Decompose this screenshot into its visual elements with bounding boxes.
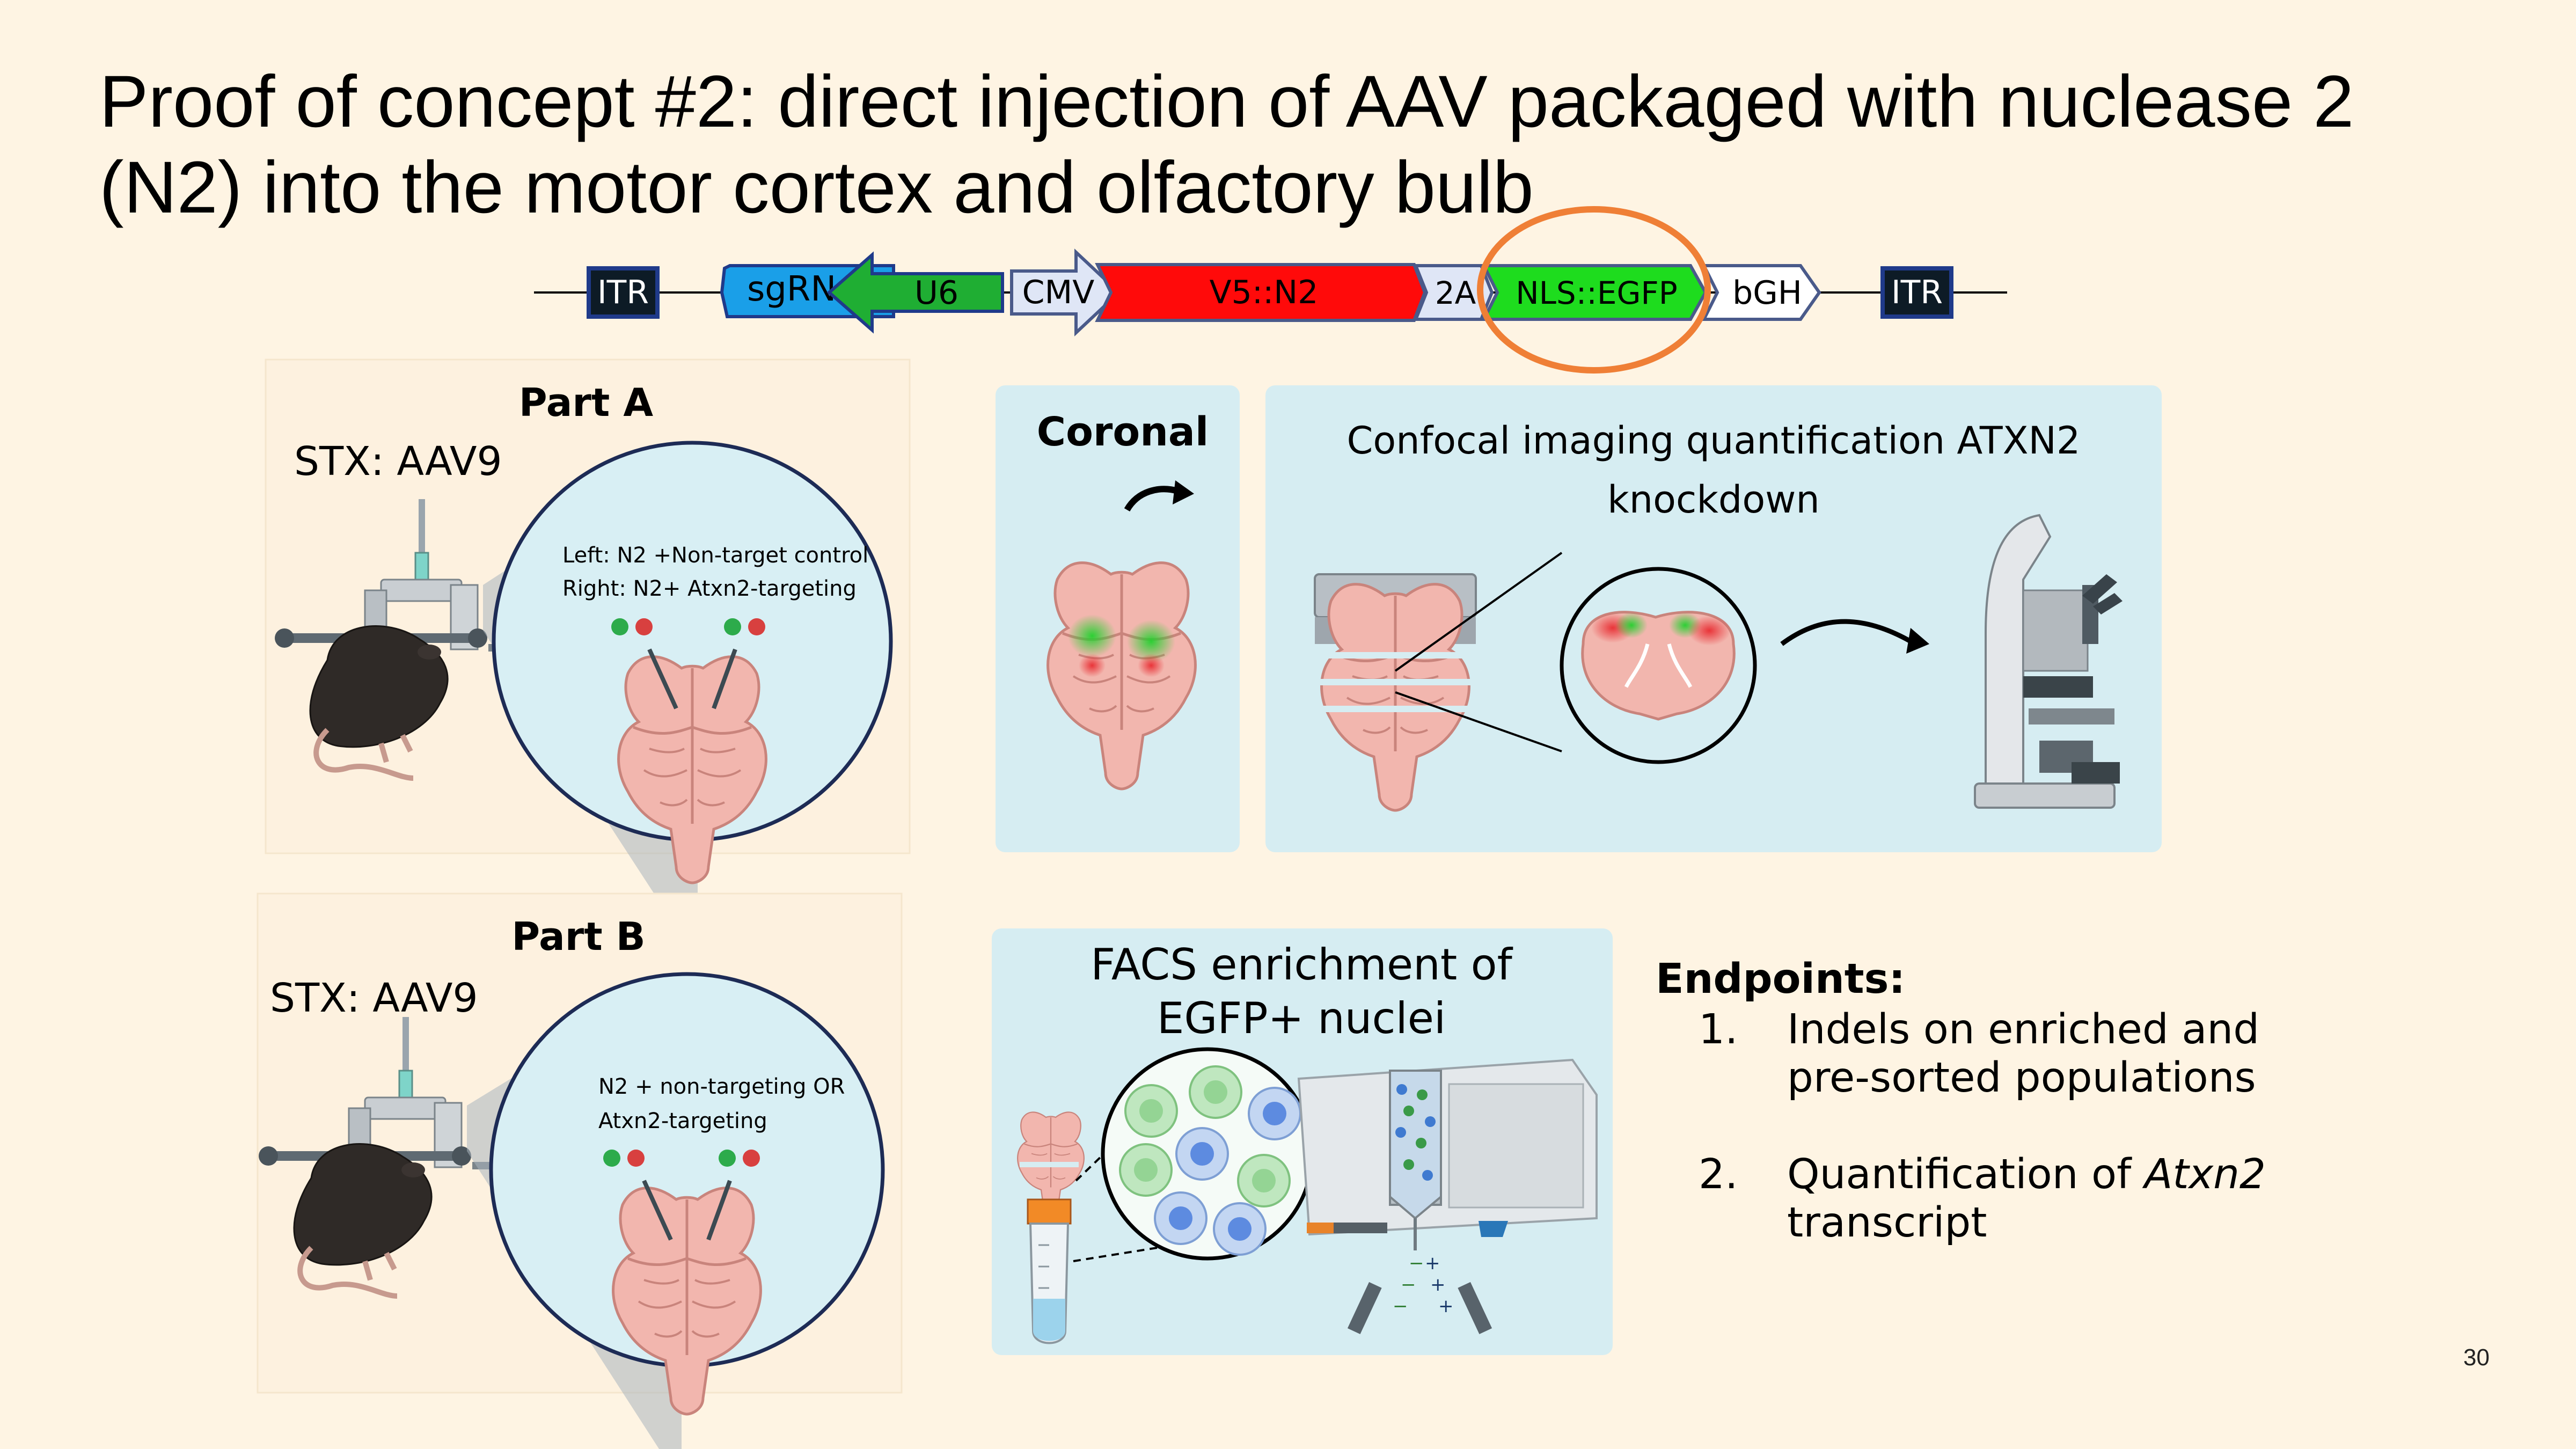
endpoint-text-2-start: Quantification of xyxy=(1787,1151,2132,1198)
itr-left-label: ITR xyxy=(597,274,649,311)
coronal-arrow xyxy=(1124,486,1179,512)
svg-text:−: − xyxy=(1401,1274,1416,1296)
endpoints-list: Endpoints: 1. Indels on enriched and pre… xyxy=(1656,955,2353,1296)
facs-cells-zoom xyxy=(1101,1047,1314,1261)
part-a-note-line-2: Right: N2+ Atxn2-targeting xyxy=(562,576,857,601)
part-b-vector-particles xyxy=(603,1150,760,1167)
confocal-panel: Confocal imaging quantification ATXN2 kn… xyxy=(1265,385,2162,852)
confocal-title-line-2: knockdown xyxy=(1607,478,1820,522)
svg-text:+: + xyxy=(1438,1296,1454,1317)
itr-left-element: ITR xyxy=(587,266,660,319)
part-a-note-line-1: Left: N2 +Non-target control xyxy=(562,543,868,568)
svg-text:−: − xyxy=(1393,1296,1408,1317)
part-a-panel: Part A STX: AAV9 Left: N2 +Non-target co… xyxy=(265,358,911,961)
confocal-microscope-icon xyxy=(1974,514,2123,809)
part-b-note-line-2: Atxn2-targeting xyxy=(598,1109,767,1133)
t2a-label: 2A xyxy=(1435,275,1476,311)
u6-promoter-arrow: U6 xyxy=(826,251,1004,334)
part-b-heading: Part B xyxy=(511,914,645,959)
bgh-element: bGH xyxy=(1701,264,1821,321)
endpoints-heading: Endpoints: xyxy=(1656,955,1906,1003)
endpoint-text-2-gene: Atxn2 xyxy=(2144,1151,2266,1198)
endpoint-number-1: 1. xyxy=(1699,1006,1738,1053)
confocal-title-line-1: Confocal imaging quantification ATXN2 xyxy=(1347,419,2081,463)
endpoint-item-1: 1. Indels on enriched and pre-sorted pop… xyxy=(1656,1006,2353,1102)
aav-construct-map: ITR sgRNA U6 CMV V5::N2 2A xyxy=(534,206,2007,374)
endpoint-item-2: 2. Quantification of Atxn2 transcript xyxy=(1656,1151,2353,1247)
to-microscope-arrow xyxy=(1780,619,1912,646)
part-a-needle-left xyxy=(647,648,678,709)
endpoint-text-2: Quantification of Atxn2 transcript xyxy=(1787,1151,2353,1247)
egfp-highlight-circle xyxy=(1477,206,1711,374)
coronal-label: Coronal xyxy=(1037,409,1209,455)
facs-title-line-1: FACS enrichment of xyxy=(1091,940,1513,990)
svg-text:+: + xyxy=(1425,1253,1440,1274)
nls-egfp-element: NLS::EGFP xyxy=(1481,264,1708,321)
itr-right-element: ITR xyxy=(1880,266,1953,319)
u6-label: U6 xyxy=(914,274,958,312)
endpoint-text-2-end: transcript xyxy=(1787,1199,1987,1247)
title-line-1: Proof of concept #2: direct injection of… xyxy=(99,61,2354,143)
nls-egfp-label: NLS::EGFP xyxy=(1516,275,1678,311)
title-line-2: (N2) into the motor cortex and olfactory… xyxy=(99,147,1534,229)
slide-title: Proof of concept #2: direct injection of… xyxy=(99,59,2407,231)
part-b-needle-right xyxy=(706,1180,732,1241)
part-b-stx-label: STX: AAV9 xyxy=(270,975,478,1021)
endpoint-text-1: Indels on enriched and pre-sorted popula… xyxy=(1787,1006,2260,1102)
sample-tube-icon xyxy=(1027,1198,1072,1344)
part-a-heading: Part A xyxy=(519,380,653,425)
v5-n2-label: V5::N2 xyxy=(1210,274,1319,311)
part-b-note-line-1: N2 + non-targeting OR xyxy=(598,1074,845,1099)
part-a-needle-right xyxy=(712,648,737,709)
facs-title-line-2: EGFP+ nuclei xyxy=(1157,993,1446,1043)
facs-panel: FACS enrichment of EGFP+ nuclei xyxy=(992,928,1613,1355)
cmv-promoter-arrow: CMV xyxy=(1010,248,1122,336)
cmv-label: CMV xyxy=(1022,274,1095,311)
bgh-label: bGH xyxy=(1732,274,1802,312)
endpoint-number-2: 2. xyxy=(1699,1151,1738,1198)
svg-text:−: − xyxy=(1409,1253,1424,1274)
part-a-stx-label: STX: AAV9 xyxy=(294,438,502,485)
part-b-needle-left xyxy=(642,1180,673,1241)
page-number: 30 xyxy=(2463,1344,2490,1371)
svg-text:+: + xyxy=(1430,1274,1446,1296)
part-a-vector-particles xyxy=(611,618,765,635)
flow-cytometer-icon: − + − + − + xyxy=(1297,1058,1598,1334)
part-b-panel: Part B STX: AAV9 N2 + non-targeting OR A… xyxy=(258,892,903,1449)
v5-n2-element: V5::N2 xyxy=(1095,263,1427,322)
coronal-panel: Coronal xyxy=(996,385,1240,852)
t2a-element: 2A xyxy=(1413,264,1494,321)
itr-right-label: ITR xyxy=(1891,274,1943,311)
